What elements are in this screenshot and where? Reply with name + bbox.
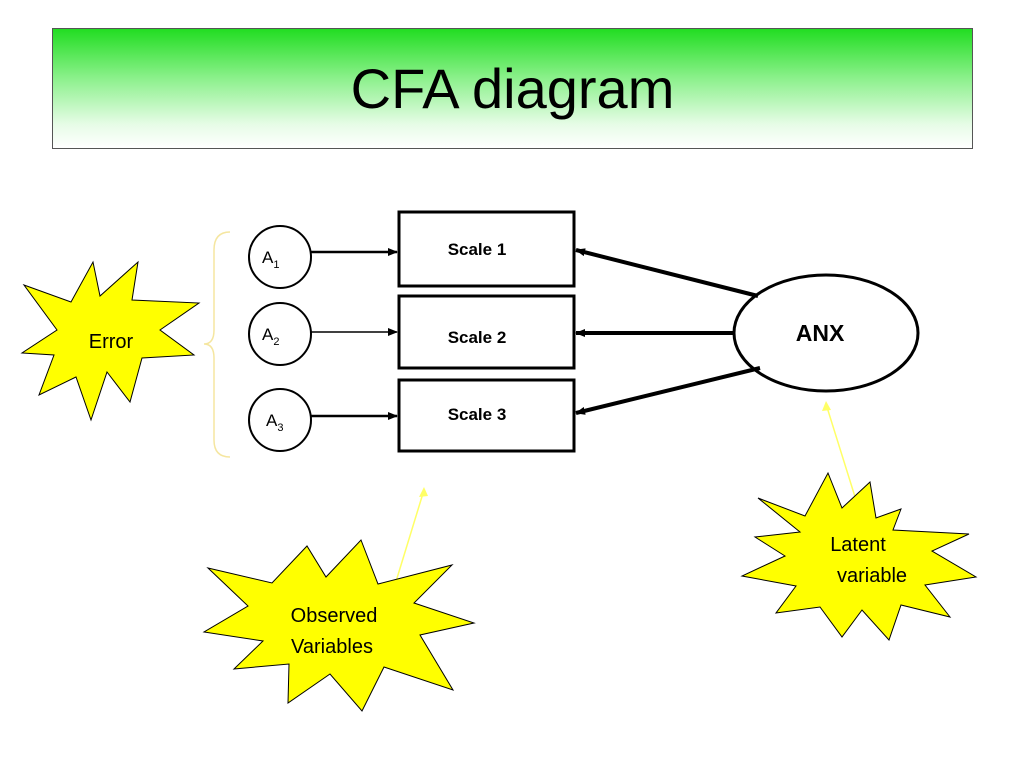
- scale-box: Scale 3: [397, 378, 576, 453]
- error-callout: Error: [20, 260, 201, 422]
- latent-node: ANX: [732, 273, 920, 393]
- latent-pointer-head: [822, 401, 831, 411]
- title-bar: CFA diagram: [52, 28, 973, 149]
- observed-variables-callout: Observed Variables: [202, 539, 476, 712]
- page-title: CFA diagram: [350, 57, 675, 120]
- error-node: A3: [248, 388, 312, 452]
- latent-label: ANX: [796, 320, 845, 346]
- error-circle: [248, 225, 312, 289]
- loading-arrow: [575, 248, 759, 298]
- error-circle: [248, 388, 312, 452]
- latent-starburst: [740, 471, 978, 641]
- latent-callout-line: variable: [837, 565, 907, 587]
- scale-label: Scale 3: [448, 405, 507, 424]
- observed-callout-line: Variables: [291, 636, 373, 658]
- latent-variable-callout: Latent variable: [740, 471, 978, 641]
- observed-pointer-line: [393, 489, 425, 589]
- scale-rect: [397, 294, 576, 370]
- error-label: A2: [262, 325, 279, 348]
- error-label: A3: [266, 411, 283, 434]
- scale-box: Scale 1: [397, 210, 576, 288]
- scale-label: Scale 1: [448, 240, 507, 259]
- loading-arrow: [575, 366, 761, 415]
- observed-starburst: [202, 539, 476, 712]
- latent-callout-line: Latent: [830, 534, 886, 556]
- error-bracket: [203, 231, 231, 458]
- scale-label: Scale 2: [448, 328, 507, 347]
- error-label: A1: [262, 248, 279, 271]
- error-starburst: [20, 260, 201, 422]
- error-node: A1: [248, 225, 312, 289]
- error-circle: [248, 302, 312, 366]
- latent-pointer-line: [825, 403, 857, 501]
- error-callout-text: Error: [89, 331, 134, 353]
- scale-rect: [397, 378, 576, 453]
- error-node: A2: [248, 302, 312, 366]
- scale-rect: [397, 210, 576, 288]
- scale-box: Scale 2: [397, 294, 576, 370]
- observed-callout-line: Observed: [291, 605, 378, 627]
- observed-pointer-head: [419, 487, 428, 497]
